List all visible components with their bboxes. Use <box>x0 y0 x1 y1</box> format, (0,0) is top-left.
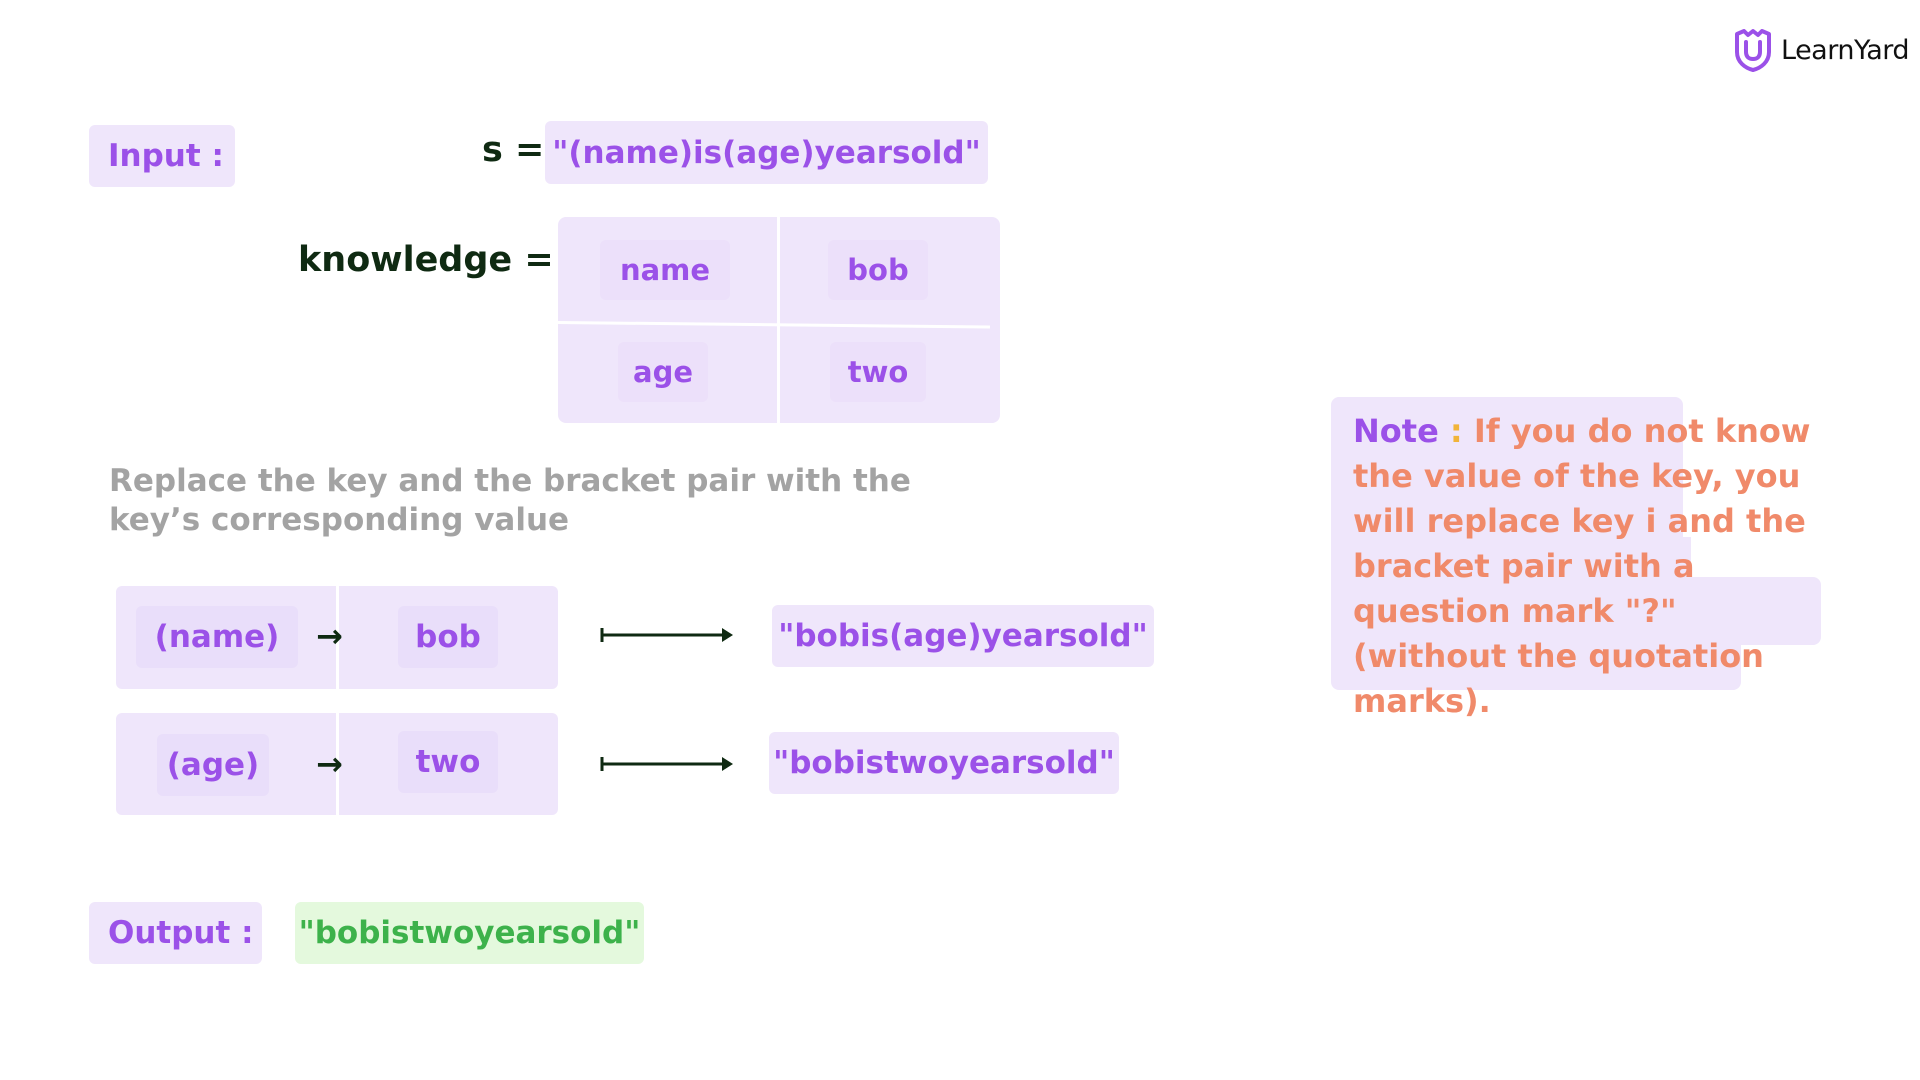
knowledge-key-cell: name <box>600 240 730 300</box>
mapping-value: two <box>398 731 498 793</box>
learnyard-logo: LearnYard <box>1733 28 1910 72</box>
row-divider <box>336 586 339 689</box>
step-result-text: "bobis(age)yearsold" <box>778 618 1148 654</box>
knowledge-value-cell: two <box>830 342 926 402</box>
note-text: Note : If you do not know the value of t… <box>1353 409 1823 724</box>
output-label: Output : <box>89 902 262 964</box>
logo-text: LearnYard <box>1781 34 1910 66</box>
row-divider <box>336 713 339 815</box>
instruction-line-2: key’s corresponding value <box>109 502 570 538</box>
s-label: s = <box>482 130 545 170</box>
note-body: If you do not know the value of the key,… <box>1353 412 1811 720</box>
arrow-icon: → <box>316 617 343 655</box>
s-value-text: "(name)is(age)yearsold" <box>552 134 981 171</box>
knowledge-key-cell: age <box>618 342 708 402</box>
input-label-text: Input : <box>108 138 224 174</box>
note-box: Note : If you do not know the value of t… <box>1331 397 1821 720</box>
knowledge-table: name bob age two <box>557 217 1000 423</box>
note-label: Note <box>1353 412 1439 450</box>
step-result: "bobistwoyearsold" <box>769 732 1119 794</box>
output-label-text: Output : <box>108 915 254 951</box>
mapping-row: (name) → bob <box>116 586 558 689</box>
mapping-key: (name) <box>136 606 298 668</box>
step-result: "bobis(age)yearsold" <box>772 605 1154 667</box>
s-value: "(name)is(age)yearsold" <box>545 121 988 184</box>
mapping-key: (age) <box>157 734 269 796</box>
mapping-row: (age) → two <box>116 713 558 815</box>
table-column-divider <box>777 217 780 423</box>
instruction-line-1: Replace the key and the bracket pair wit… <box>109 463 911 499</box>
knowledge-label: knowledge = <box>298 240 554 280</box>
mapping-value: bob <box>398 606 498 668</box>
instruction-text: Replace the key and the bracket pair wit… <box>109 462 911 540</box>
note-colon: : <box>1449 412 1463 450</box>
output-value-text: "bobistwoyearsold" <box>298 915 641 951</box>
knowledge-value-cell: bob <box>828 240 928 300</box>
shield-u-icon <box>1735 29 1771 72</box>
step-result-text: "bobistwoyearsold" <box>773 745 1115 781</box>
output-value: "bobistwoyearsold" <box>295 902 644 964</box>
long-arrow-icon <box>600 628 733 642</box>
note-background <box>1331 397 1683 555</box>
arrow-icon: → <box>316 745 343 783</box>
long-arrow-icon <box>600 757 733 771</box>
note-background <box>1331 632 1741 690</box>
input-label: Input : <box>89 125 235 187</box>
table-row-divider <box>557 321 990 329</box>
